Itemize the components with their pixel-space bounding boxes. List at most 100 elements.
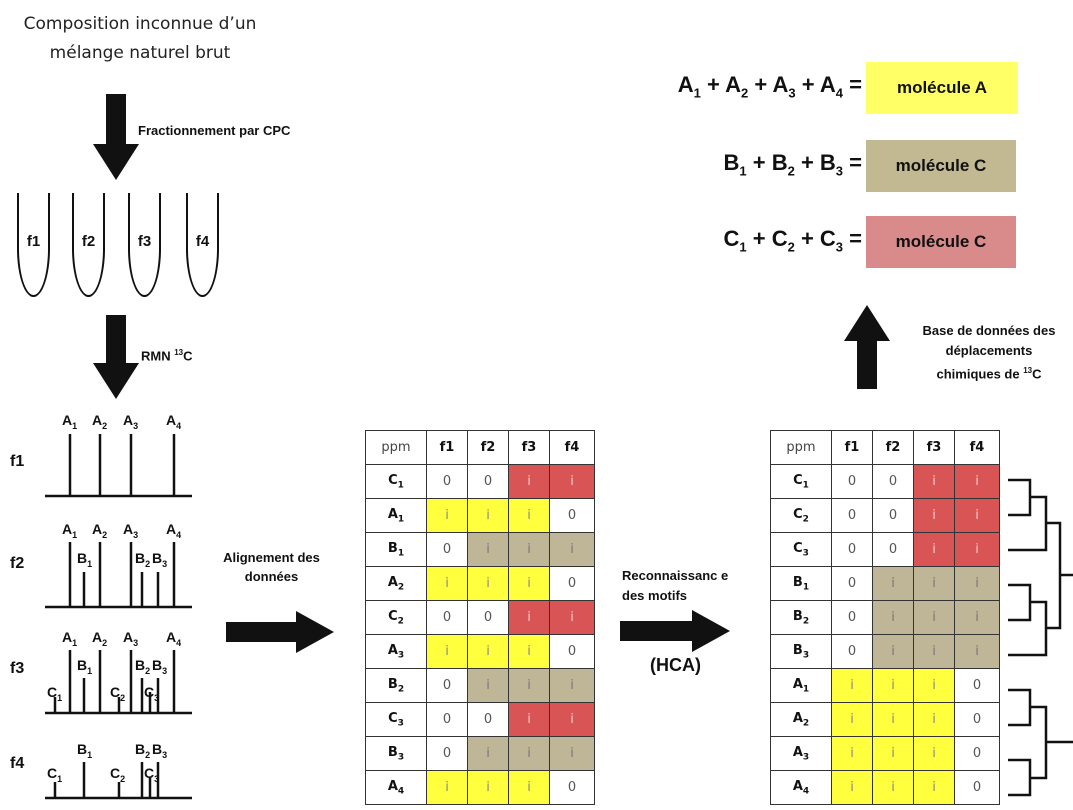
recognition-step-label: Reconnaissanc e des motifs — [622, 568, 729, 603]
matrix-cell: i — [872, 668, 914, 703]
matrix-cell: i — [872, 770, 914, 805]
matrix-cell: i — [954, 498, 1000, 533]
matrix-cell: i — [549, 464, 595, 499]
row-label: A2 — [770, 702, 832, 737]
row-label: C3 — [365, 702, 427, 737]
tube-label: f2 — [81, 233, 96, 250]
matrix-header-ppm: ppm — [770, 430, 832, 465]
arrow-up-icon — [844, 305, 890, 389]
arrow-down-icon — [93, 94, 139, 180]
tube-f4: f4 — [186, 193, 219, 297]
tube-f3: f3 — [128, 193, 161, 297]
matrix-cell: i — [954, 464, 1000, 499]
row-label: A3 — [365, 634, 427, 669]
row-label: B2 — [770, 600, 832, 635]
matrix-header-f4: f4 — [549, 430, 595, 465]
matrix-cell: 0 — [426, 668, 468, 703]
matrix-cell: i — [467, 566, 509, 601]
nmr-spectra — [45, 434, 192, 800]
matrix-cell: i — [467, 532, 509, 567]
peak-label-B2: B2 — [135, 657, 151, 676]
matrix-cell: i — [913, 600, 955, 635]
hca-dendrogram — [1008, 478, 1073, 797]
alignment-step-label: Alignement des données — [223, 550, 320, 584]
equation-terms: C1 + C2 + C3 = — [723, 226, 863, 255]
row-label: B3 — [770, 634, 832, 669]
row-label: B1 — [770, 566, 832, 601]
peak-label-B1: B1 — [77, 657, 93, 676]
matrix-cell: i — [872, 702, 914, 737]
matrix-cell: i — [549, 600, 595, 635]
peak-label-A2: A2 — [92, 521, 108, 540]
matrix-cell: i — [549, 668, 595, 703]
source-title: Composition inconnue d’un mélange nature… — [23, 14, 257, 63]
molecule-result: molécule A — [866, 62, 1018, 114]
matrix-cell: i — [872, 634, 914, 669]
matrix-header-f1: f1 — [426, 430, 468, 465]
row-label: B1 — [365, 532, 427, 567]
matrix-cell: 0 — [831, 634, 873, 669]
spectrum-label-f3: f3 — [10, 660, 25, 677]
row-label: A3 — [770, 736, 832, 771]
matrix-cell: 0 — [426, 736, 468, 771]
arrow-down-icon — [93, 315, 139, 399]
matrix-header-f2: f2 — [872, 430, 914, 465]
molecule-result: molécule C — [866, 140, 1016, 192]
matrix-cell: i — [467, 634, 509, 669]
matrix-cell: i — [913, 770, 955, 805]
spectrum-label-f4: f4 — [10, 755, 25, 772]
arrow-right-icon — [620, 610, 730, 652]
row-label: A4 — [365, 770, 427, 805]
matrix-cell: i — [426, 634, 468, 669]
matrix-header-f3: f3 — [913, 430, 955, 465]
matrix-cell: i — [426, 498, 468, 533]
matrix-cell: i — [549, 736, 595, 771]
tube-label: f1 — [26, 233, 41, 250]
matrix-cell: 0 — [549, 566, 595, 601]
matrix-header-f1: f1 — [831, 430, 873, 465]
matrix-header-f3: f3 — [508, 430, 550, 465]
matrix-header-f4: f4 — [954, 430, 1000, 465]
matrix-cell: i — [913, 566, 955, 601]
peak-label-A2: A2 — [92, 412, 108, 431]
matrix-cell: i — [549, 532, 595, 567]
peak-label-B1: B1 — [77, 550, 93, 569]
spectrum-label-f2: f2 — [10, 555, 25, 572]
matrix-cell: 0 — [549, 770, 595, 805]
matrix-cell: i — [426, 770, 468, 805]
database-label: Base de données des déplacements chimiqu… — [922, 323, 1056, 382]
peak-label-A4: A4 — [166, 412, 182, 431]
matrix-cell: i — [549, 702, 595, 737]
matrix-cell: 0 — [426, 600, 468, 635]
row-label: C1 — [770, 464, 832, 499]
matrix-cell: 0 — [426, 702, 468, 737]
matrix-cell: i — [913, 702, 955, 737]
row-label: B3 — [365, 736, 427, 771]
matrix-cell: 0 — [954, 736, 1000, 771]
matrix-header-ppm: ppm — [365, 430, 427, 465]
matrix-cell: i — [508, 464, 550, 499]
row-label: A2 — [365, 566, 427, 601]
matrix-cell: i — [831, 668, 873, 703]
matrix-cell: i — [426, 566, 468, 601]
matrix-cell: i — [508, 566, 550, 601]
matrix-cell: 0 — [831, 566, 873, 601]
matrix-cell: i — [913, 736, 955, 771]
peak-label-A4: A4 — [166, 521, 182, 540]
matrix-header-f2: f2 — [467, 430, 509, 465]
matrix-cell: i — [508, 702, 550, 737]
matrix-cell: 0 — [954, 668, 1000, 703]
peak-label-B3: B3 — [152, 741, 168, 760]
